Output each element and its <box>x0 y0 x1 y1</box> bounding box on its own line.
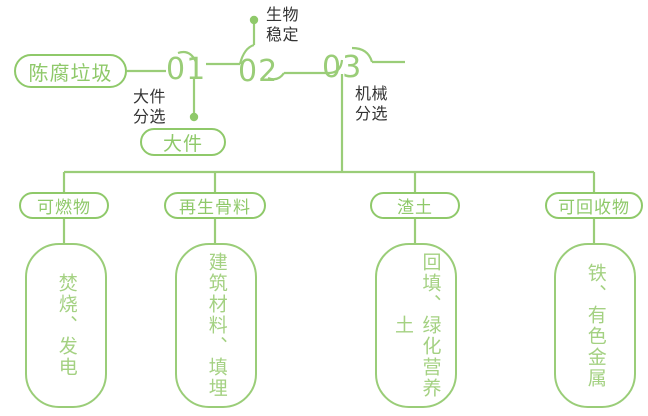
category-pill-1-label: 可燃物 <box>37 198 91 217</box>
stage-number-01: 01 <box>166 52 207 87</box>
outcome-box-2-text: 建筑材料、填埋 <box>205 252 227 399</box>
category-pill-3[interactable]: 渣土 <box>370 192 460 219</box>
category-pill-2[interactable]: 再生骨料 <box>164 192 266 219</box>
category-pill-4-label: 可回收物 <box>558 198 630 217</box>
annotation-stage-01: 大件 分选 <box>133 89 167 126</box>
category-pill-4[interactable]: 可回收物 <box>545 192 643 219</box>
category-pill-2-label: 再生骨料 <box>179 198 251 217</box>
annotation-stage-02: 生物 稳定 <box>266 7 300 44</box>
source-node-chenfu-laji[interactable]: 陈腐垃圾 <box>14 54 127 88</box>
outcome-box-3[interactable]: 回填、绿化营养土 <box>375 243 457 408</box>
outcome-box-1[interactable]: 焚烧、发电 <box>25 243 107 408</box>
outcome-box-1-text: 焚烧、发电 <box>55 273 77 378</box>
category-pill-3-label: 渣土 <box>397 198 433 217</box>
output-pill-dajian[interactable]: 大件 <box>140 128 226 156</box>
arc-02-topleft <box>238 43 255 65</box>
arc-01-top <box>177 50 197 63</box>
category-pill-1[interactable]: 可燃物 <box>19 192 109 219</box>
stage-number-03: 03 <box>322 50 363 85</box>
dot-01-endpoint <box>189 112 199 122</box>
arc-03-topright <box>351 46 374 63</box>
dot-02-endpoint <box>249 15 259 25</box>
source-node-label: 陈腐垃圾 <box>28 62 113 85</box>
annotation-stage-03: 机械 分选 <box>355 86 389 123</box>
outcome-box-3-text: 回填、绿化营养土 <box>392 252 441 399</box>
stage-number-02: 02 <box>238 54 279 89</box>
arc-02-bottomright <box>267 72 285 81</box>
outcome-box-2[interactable]: 建筑材料、填埋 <box>175 243 257 408</box>
output-pill-dajian-label: 大件 <box>162 133 203 155</box>
outcome-box-4-text: 铁、有色金属 <box>584 262 606 389</box>
outcome-box-4[interactable]: 铁、有色金属 <box>554 243 636 408</box>
arc-03-step <box>329 59 344 75</box>
